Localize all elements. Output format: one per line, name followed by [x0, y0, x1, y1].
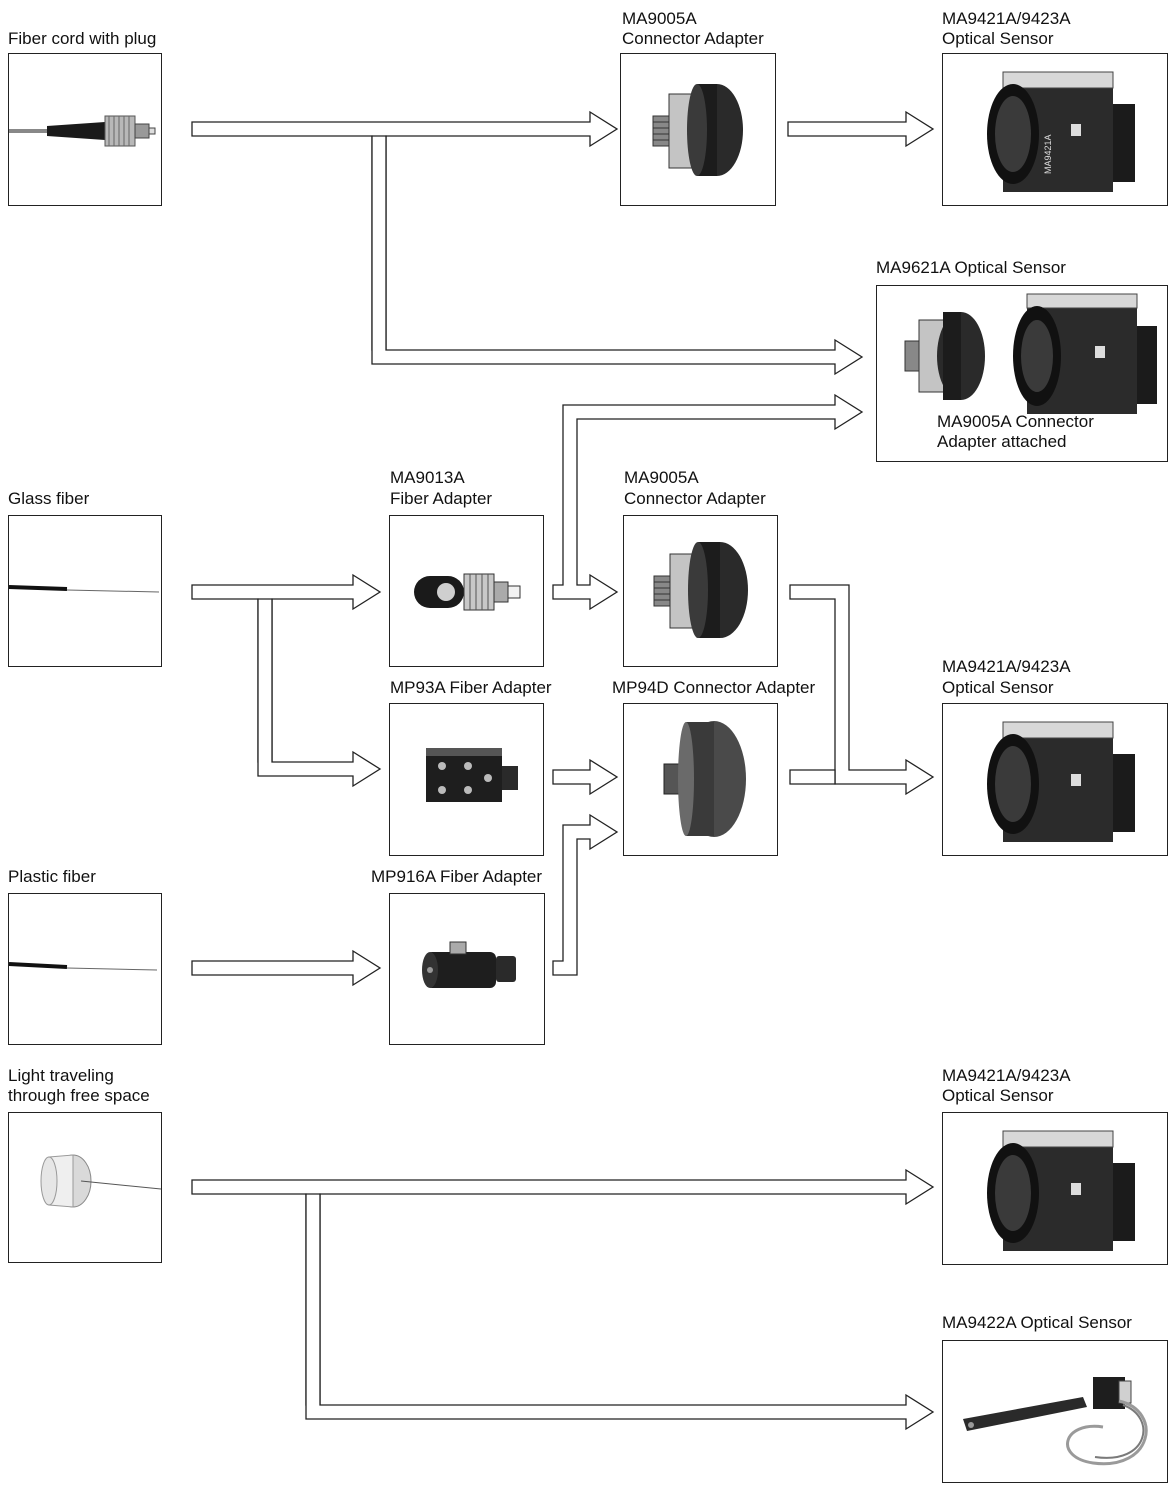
- arrow-cord-to-ma9621a: [372, 136, 862, 374]
- arrow-ma9005a-to-sensor-mid: [790, 585, 933, 794]
- arrow-free-to-sensor-bot: [192, 1170, 933, 1405]
- arrow-plastic-to-mp916a: [192, 951, 380, 985]
- arrow-cord-to-adapter: [192, 112, 617, 350]
- arrow-glass-to-mp93a: [258, 599, 380, 786]
- arrow-free-to-ma9422a: [306, 1194, 933, 1429]
- arrow-glass-to-ma9013a: [192, 575, 380, 762]
- arrow-mp93a-to-mp94d: [553, 760, 617, 794]
- arrow-mp916a-to-mp94d: [553, 815, 617, 975]
- arrow-adapter-to-sensor-top: [788, 112, 933, 146]
- arrow-mp94d-to-sensor-mid: [790, 770, 835, 784]
- arrow-ma9013a-to-ma9005a: [553, 395, 862, 609]
